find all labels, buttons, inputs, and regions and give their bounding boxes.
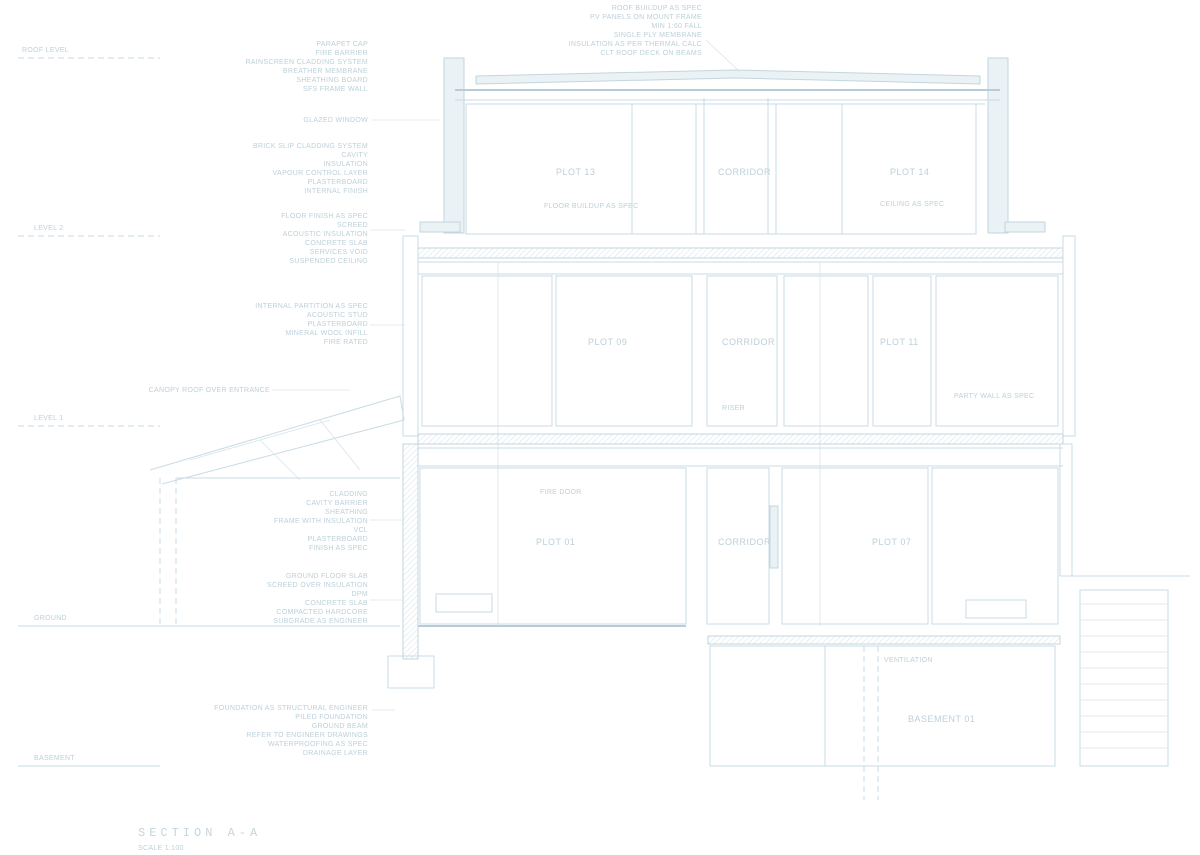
svg-text:SERVICES VOID: SERVICES VOID	[310, 249, 368, 256]
svg-text:FIRE DOOR: FIRE DOOR	[540, 489, 582, 496]
svg-text:RISER: RISER	[722, 405, 745, 412]
note-left-ground: GROUND FLOOR SLAB SCREED OVER INSULATION…	[267, 573, 368, 625]
roof-structure: PLOT 13 CORRIDOR PLOT 14	[419, 57, 1046, 235]
room-plot-01: PLOT 01	[536, 537, 575, 547]
svg-text:FRAME WITH INSULATION: FRAME WITH INSULATION	[274, 518, 368, 525]
room-plot-09: PLOT 09	[588, 337, 627, 347]
svg-text:FOUNDATION AS STRUCTURAL ENGIN: FOUNDATION AS STRUCTURAL ENGINEER	[214, 705, 368, 712]
svg-text:SINGLE PLY MEMBRANE: SINGLE PLY MEMBRANE	[614, 32, 702, 39]
svg-text:INSULATION: INSULATION	[324, 161, 369, 168]
note-top-center: ROOF BUILDUP AS SPEC PV PANELS ON MOUNT …	[569, 5, 702, 57]
svg-text:VAPOUR CONTROL LAYER: VAPOUR CONTROL LAYER	[273, 170, 368, 177]
svg-text:CONCRETE SLAB: CONCRETE SLAB	[305, 600, 368, 607]
svg-text:VCL: VCL	[353, 527, 368, 534]
drawing-title: SECTION A-A	[138, 826, 261, 840]
svg-text:VENTILATION: VENTILATION	[884, 657, 933, 664]
svg-text:PLASTERBOARD: PLASTERBOARD	[308, 321, 368, 328]
svg-text:WATERPROOFING AS SPEC: WATERPROOFING AS SPEC	[268, 741, 368, 748]
svg-text:GROUND BEAM: GROUND BEAM	[312, 723, 368, 730]
svg-text:PLASTERBOARD: PLASTERBOARD	[308, 536, 368, 543]
svg-text:SCREED OVER INSULATION: SCREED OVER INSULATION	[267, 582, 368, 589]
svg-text:SUSPENDED CEILING: SUSPENDED CEILING	[289, 258, 368, 265]
note-left-wall-low: CLADDING CAVITY BARRIER SHEATHING FRAME …	[274, 491, 368, 552]
note-left-wall-mid: INTERNAL PARTITION AS SPEC ACOUSTIC STUD…	[255, 303, 368, 346]
note-left-canopy: CANOPY ROOF OVER ENTRANCE	[149, 387, 270, 394]
external-stair	[1060, 575, 1190, 767]
svg-text:CAVITY BARRIER: CAVITY BARRIER	[306, 500, 368, 507]
svg-text:MINERAL WOOL INFILL: MINERAL WOOL INFILL	[285, 330, 368, 337]
svg-text:INTERNAL PARTITION AS SPEC: INTERNAL PARTITION AS SPEC	[255, 303, 368, 310]
svg-text:COMPACTED HARDCORE: COMPACTED HARDCORE	[276, 609, 368, 616]
svg-text:SFS FRAME WALL: SFS FRAME WALL	[303, 86, 368, 93]
level-2-label: LEVEL 2	[34, 225, 63, 232]
svg-text:SCREED: SCREED	[337, 222, 368, 229]
room-plot-11: PLOT 11	[880, 337, 919, 347]
level-markers: ROOF LEVEL LEVEL 2 LEVEL 1 GROUND BASEME…	[18, 47, 400, 767]
room-corridor-mid: CORRIDOR	[722, 337, 775, 347]
level-1-structure: PLOT 01 CORRIDOR PLOT 07	[402, 443, 1073, 660]
svg-text:DRAINAGE LAYER: DRAINAGE LAYER	[303, 750, 368, 757]
svg-text:PILED FOUNDATION: PILED FOUNDATION	[295, 714, 368, 721]
svg-text:DPM: DPM	[352, 591, 368, 598]
svg-text:SUBGRADE AS ENGINEER: SUBGRADE AS ENGINEER	[273, 618, 368, 625]
annotation-leaders	[272, 39, 741, 711]
svg-text:ROOF BUILDUP AS SPEC: ROOF BUILDUP AS SPEC	[612, 5, 702, 12]
svg-text:CEILING AS SPEC: CEILING AS SPEC	[880, 201, 944, 208]
room-plot-14: PLOT 14	[890, 167, 929, 177]
slab-level-2	[417, 247, 1064, 259]
svg-text:SHEATHING: SHEATHING	[325, 509, 368, 516]
svg-text:INTERNAL FINISH: INTERNAL FINISH	[304, 188, 368, 195]
svg-text:FINISH AS SPEC: FINISH AS SPEC	[309, 545, 368, 552]
svg-text:INSULATION AS PER THERMAL CALC: INSULATION AS PER THERMAL CALC	[569, 41, 702, 48]
drawing-scale: SCALE 1:100	[138, 845, 184, 852]
svg-text:PARAPET CAP: PARAPET CAP	[316, 41, 368, 48]
svg-text:SHEATHING BOARD: SHEATHING BOARD	[296, 77, 368, 84]
note-left-roof: PARAPET CAP FIRE BARRIER RAINSCREEN CLAD…	[245, 41, 368, 93]
svg-text:BRICK SLIP CLADDING SYSTEM: BRICK SLIP CLADDING SYSTEM	[253, 143, 368, 150]
basement-structure: BASEMENT 01	[387, 625, 1061, 800]
svg-text:REFER TO ENGINEER DRAWINGS: REFER TO ENGINEER DRAWINGS	[246, 732, 368, 739]
room-corridor-low: CORRIDOR	[718, 537, 771, 547]
svg-text:PV PANELS ON MOUNT FRAME: PV PANELS ON MOUNT FRAME	[590, 14, 702, 21]
room-corridor-top: CORRIDOR	[718, 167, 771, 177]
level-2-structure: PLOT 09 CORRIDOR PLOT 11	[402, 235, 1076, 626]
svg-text:PARTY WALL AS SPEC: PARTY WALL AS SPEC	[954, 393, 1034, 400]
svg-text:CLT ROOF DECK ON BEAMS: CLT ROOF DECK ON BEAMS	[600, 50, 702, 57]
svg-text:CONCRETE SLAB: CONCRETE SLAB	[305, 240, 368, 247]
level-basement-label: BASEMENT	[34, 755, 75, 762]
svg-text:ACOUSTIC INSULATION: ACOUSTIC INSULATION	[283, 231, 368, 238]
level-roof-label: ROOF LEVEL	[22, 47, 69, 54]
svg-text:CAVITY: CAVITY	[341, 152, 368, 159]
slab-level-1	[417, 433, 1064, 445]
note-left-wall-2: BRICK SLIP CLADDING SYSTEM CAVITY INSULA…	[253, 143, 368, 195]
level-1-label: LEVEL 1	[34, 415, 63, 422]
svg-text:FIRE BARRIER: FIRE BARRIER	[315, 50, 368, 57]
svg-text:CLADDING: CLADDING	[329, 491, 368, 498]
room-plot-13: PLOT 13	[556, 167, 595, 177]
note-left-window: GLAZED WINDOW	[303, 117, 368, 124]
svg-text:MIN 1:60 FALL: MIN 1:60 FALL	[651, 23, 702, 30]
svg-text:RAINSCREEN CLADDING SYSTEM: RAINSCREEN CLADDING SYSTEM	[245, 59, 368, 66]
note-left-floor-1: FLOOR FINISH AS SPEC SCREED ACOUSTIC INS…	[281, 213, 368, 265]
svg-text:PLASTERBOARD: PLASTERBOARD	[308, 179, 368, 186]
room-plot-07: PLOT 07	[872, 537, 911, 547]
svg-text:FLOOR FINISH AS SPEC: FLOOR FINISH AS SPEC	[281, 213, 368, 220]
svg-text:BREATHER MEMBRANE: BREATHER MEMBRANE	[283, 68, 368, 75]
entrance-canopy	[149, 395, 405, 626]
svg-text:FIRE RATED: FIRE RATED	[324, 339, 368, 346]
note-room-details: FLOOR BUILDUP AS SPEC CEILING AS SPEC PA…	[540, 201, 1034, 664]
note-left-foundation: FOUNDATION AS STRUCTURAL ENGINEER PILED …	[214, 705, 368, 757]
level-ground-label: GROUND	[34, 615, 67, 622]
room-basement-01: BASEMENT 01	[908, 714, 975, 724]
svg-text:FLOOR BUILDUP AS SPEC: FLOOR BUILDUP AS SPEC	[544, 203, 638, 210]
svg-text:GROUND FLOOR SLAB: GROUND FLOOR SLAB	[286, 573, 368, 580]
svg-text:ACOUSTIC STUD: ACOUSTIC STUD	[307, 312, 368, 319]
